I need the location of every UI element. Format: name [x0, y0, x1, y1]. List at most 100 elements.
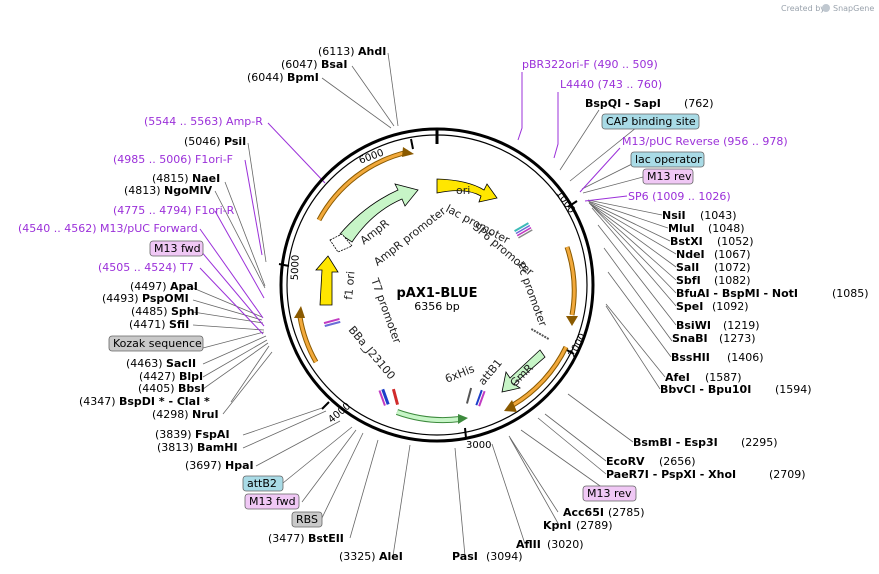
gmr-arrow [501, 349, 546, 393]
site-spei[interactable]: SpeI [676, 300, 703, 313]
site-bbvci-pos: (1594) [775, 383, 812, 396]
feature-box-cap-binding-site[interactable] [601, 113, 700, 130]
tick-1000: 1000 [553, 188, 577, 215]
site-mlui[interactable]: MluI [668, 222, 695, 235]
small-feature-glyphs [323, 222, 550, 407]
site-ahdi[interactable]: AhdI [358, 45, 386, 58]
site-sacii[interactable]: SacII [166, 357, 196, 370]
site-naei-pos: (4815) [152, 172, 189, 185]
site-bsteii-pos: (3477) [268, 532, 305, 545]
site-sbfi[interactable]: SbfI [676, 274, 701, 287]
site-bsiwi-pos: (1219) [723, 319, 760, 332]
primer-l4440[interactable]: L4440 (743 .. 760) [560, 78, 662, 91]
site-fspai-pos: (3839) [155, 428, 192, 441]
site-bstxi[interactable]: BstXI [670, 235, 703, 248]
site-sfii[interactable]: SfiI [169, 318, 189, 331]
site-bstxi-pos: (1052) [717, 235, 754, 248]
site-bpmi-pos: (6044) [247, 71, 284, 84]
primer-f1ori-f[interactable]: (4985 .. 5006) F1ori-F [113, 153, 233, 166]
site-psii-pos: (5046) [184, 135, 221, 148]
site-bsmbi-esp3i[interactable]: BsmBI - Esp3I [633, 436, 718, 449]
site-ahdi-pos: (6113) [318, 45, 355, 58]
snapgene-logo-icon [822, 4, 830, 12]
attb1-label: attB1 [476, 357, 505, 388]
site-blpi[interactable]: BlpI [179, 370, 203, 383]
site-bsshii[interactable]: BssHII [671, 351, 710, 364]
site-ngomiv[interactable]: NgoMIV [164, 184, 213, 197]
site-bamhi[interactable]: BamHI [197, 441, 238, 454]
site-acc65i[interactable]: Acc65I [563, 506, 604, 519]
site-pspomi-pos: (4493) [102, 292, 139, 305]
primer-m13puc-reverse[interactable]: M13/pUC Reverse (956 .. 978) [622, 135, 788, 148]
site-bamhi-pos: (3813) [157, 441, 194, 454]
tick-5000: 5000 [290, 255, 302, 281]
site-pasi[interactable]: PasI [452, 550, 478, 563]
feature-box-lac-operator-label: lac operator [635, 153, 702, 166]
feature-box-m13-fwd-2[interactable] [244, 493, 300, 510]
feature-box-m13-rev[interactable] [642, 168, 694, 185]
feature-arcs [294, 147, 578, 424]
primer-pbr322ori-f[interactable]: pBR322ori-F (490 .. 509) [522, 58, 658, 71]
site-bpmi[interactable]: BpmI [287, 71, 319, 84]
feature-box-lac-operator[interactable] [630, 151, 705, 168]
site-pspomi[interactable]: PspOMI [142, 292, 189, 305]
site-afei[interactable]: AfeI [665, 371, 690, 384]
primer-sp6[interactable]: SP6 (1009 .. 1026) [628, 190, 731, 203]
site-psii[interactable]: PsiI [224, 135, 246, 148]
site-sali[interactable]: SalI [676, 261, 699, 274]
site-ecorv[interactable]: EcoRV [606, 455, 645, 468]
site-nsii[interactable]: NsiI [662, 209, 686, 222]
ori-arrow [436, 178, 498, 203]
site-sacii-pos: (4463) [126, 357, 163, 370]
site-alei[interactable]: AleI [379, 550, 403, 563]
site-ndei[interactable]: NdeI [676, 248, 705, 261]
site-aflii-pos: (3020) [547, 538, 584, 551]
feature-box-kozak-label: Kozak sequence [113, 337, 202, 350]
feature-box-m13-fwd[interactable] [149, 240, 204, 257]
site-paer7i-pos: (2709) [769, 468, 806, 481]
primer-f1ori-r[interactable]: (4775 .. 4794) F1ori-R [113, 204, 235, 217]
site-bsai-pos: (6047) [281, 58, 318, 71]
site-kpni-pos: (2789) [576, 519, 613, 532]
primer-m13puc-forward[interactable]: (4540 .. 4562) M13/pUC Forward [18, 222, 198, 235]
tick-3000: 3000 [466, 440, 491, 451]
site-snabi-pos: (1273) [719, 332, 756, 345]
site-sphi[interactable]: SphI [171, 305, 199, 318]
site-bsiwi[interactable]: BsiWI [676, 319, 711, 332]
site-spei-pos: (1092) [712, 300, 749, 313]
site-fspai[interactable]: FspAI [195, 428, 230, 441]
site-hpai[interactable]: HpaI [225, 459, 254, 472]
watermark-brand: SnapGene [833, 4, 874, 13]
site-bfuai-bspmi-noti[interactable]: BfuAI - BspMI - NotI [676, 287, 798, 300]
site-naei[interactable]: NaeI [192, 172, 220, 185]
primer-amp-r[interactable]: (5544 .. 5563) Amp-R [144, 115, 263, 128]
site-paer7i-pspxi-xhoi[interactable]: PaeR7I - PspXI - XhoI [606, 468, 736, 481]
primer-t7[interactable]: (4505 .. 4524) T7 [98, 261, 194, 274]
plasmid-size: 6356 bp [414, 300, 459, 313]
site-afei-pos: (1587) [705, 371, 742, 384]
feature-box-m13-rev-label: M13 rev [647, 170, 692, 183]
site-alei-pos: (3325) [339, 550, 376, 563]
feature-box-m13-rev-2[interactable] [582, 485, 637, 502]
site-snabi[interactable]: SnaBI [672, 332, 708, 345]
site-bsteii[interactable]: BstEII [308, 532, 344, 545]
site-nrui[interactable]: NruI [192, 408, 219, 421]
site-kpni[interactable]: KpnI [543, 519, 571, 532]
site-sbfi-pos: (1082) [714, 274, 751, 287]
site-apai[interactable]: ApaI [170, 280, 198, 293]
feature-box-attb2[interactable] [242, 475, 284, 492]
feature-box-cap-label: CAP binding site [606, 115, 696, 128]
feature-box-kozak[interactable] [108, 335, 204, 352]
site-bbvci-bpu10i[interactable]: BbvCI - Bpu10I [660, 383, 751, 396]
site-pasi-pos: (3094) [486, 550, 523, 563]
site-bsai[interactable]: BsaI [321, 58, 347, 71]
site-bbsi[interactable]: BbsI [178, 382, 205, 395]
site-ngomiv-pos: (4813) [124, 184, 161, 197]
site-bspdi-clai[interactable]: BspDI * - ClaI * [119, 395, 210, 408]
site-bsshii-pos: (1406) [727, 351, 764, 364]
site-bspqi-sapi[interactable]: BspQI - SapI [585, 97, 661, 110]
ori-label: ori [456, 184, 470, 197]
feature-box-rbs[interactable] [291, 511, 323, 528]
6xhis-label: 6xHis [443, 362, 476, 386]
site-aflii[interactable]: AflII [516, 538, 541, 551]
